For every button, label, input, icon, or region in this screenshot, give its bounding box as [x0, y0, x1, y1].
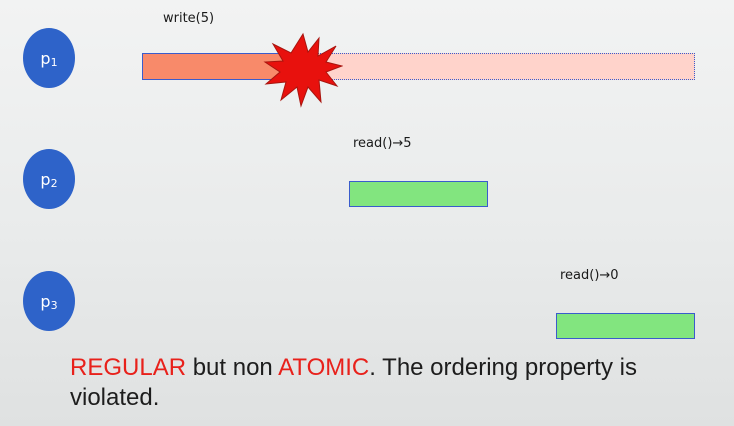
process-p3-base: p	[40, 291, 51, 311]
collision-burst-icon	[263, 32, 343, 108]
read-p3-operation-label: read()→0	[560, 268, 619, 283]
write-operation-label: write(5)	[163, 11, 215, 26]
caption-regular-keyword: REGULAR	[70, 354, 187, 381]
caption-atomic-keyword: ATOMIC	[278, 354, 370, 381]
write-interval-faded-bar	[300, 53, 695, 80]
read-p2-operation-label: read()→5	[353, 136, 412, 151]
read-p2-interval-bar	[349, 181, 488, 207]
process-p1-base: p	[40, 48, 51, 68]
read-p3-interval-bar	[556, 313, 695, 339]
slide-caption: REGULAR but non ATOMIC. The ordering pro…	[70, 353, 710, 413]
process-p3-subscript: 3	[50, 298, 58, 312]
process-p2-base: p	[40, 169, 51, 189]
process-p2-subscript: 2	[50, 176, 58, 190]
caption-text-violation: . The ordering property is violated.	[70, 354, 637, 411]
caption-text-but-non: but non	[186, 354, 279, 381]
process-p1-subscript: 1	[50, 55, 58, 69]
